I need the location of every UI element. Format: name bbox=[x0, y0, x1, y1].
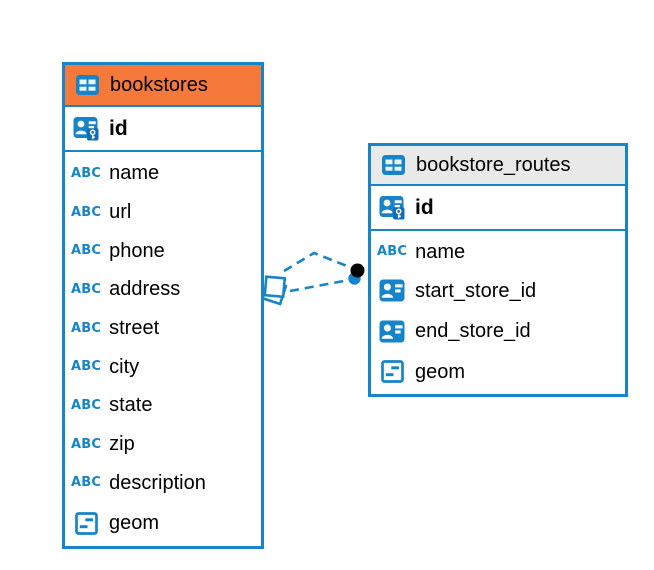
text-type-icon: ABC bbox=[71, 204, 102, 220]
column-row-id[interactable]: id bbox=[65, 107, 261, 152]
geometry-type-icon bbox=[377, 360, 407, 384]
table-title: bookstore_routes bbox=[416, 154, 571, 176]
text-type-icon: ABC bbox=[377, 244, 408, 260]
column-label: name bbox=[415, 240, 466, 263]
text-type-icon: ABC bbox=[71, 475, 102, 491]
column-row-end_store_id[interactable]: end_store_id bbox=[371, 320, 625, 343]
text-type-icon: ABC bbox=[71, 243, 102, 259]
column-row-url[interactable]: ABC url bbox=[65, 202, 261, 222]
columns-section: ABC name start_store_id end_store_id geom bbox=[371, 231, 625, 394]
column-row-phone[interactable]: ABC phone bbox=[65, 241, 261, 261]
table-header-bookstore_routes[interactable]: bookstore_routes bbox=[371, 146, 625, 186]
table-icon bbox=[72, 75, 102, 95]
column-label: name bbox=[109, 162, 160, 185]
column-row-name[interactable]: ABC name bbox=[371, 242, 625, 262]
column-label: description bbox=[109, 471, 206, 494]
column-row-id[interactable]: id bbox=[371, 186, 625, 231]
column-row-name[interactable]: ABC name bbox=[65, 163, 261, 183]
column-row-start_store_id[interactable]: start_store_id bbox=[371, 279, 625, 302]
column-label: geom bbox=[109, 512, 160, 535]
text-type-icon: ABC bbox=[71, 165, 102, 181]
column-label: start_store_id bbox=[415, 279, 537, 302]
text-type-icon: ABC bbox=[71, 397, 102, 413]
text-type-icon: ABC bbox=[71, 436, 102, 452]
column-row-geom[interactable]: geom bbox=[65, 511, 261, 535]
column-row-zip[interactable]: ABC zip bbox=[65, 434, 261, 454]
column-row-city[interactable]: ABC city bbox=[65, 357, 261, 377]
column-label: id bbox=[415, 196, 434, 219]
foreign-key-icon bbox=[377, 320, 407, 343]
column-row-geom[interactable]: geom bbox=[371, 360, 625, 384]
text-type-icon: ABC bbox=[71, 281, 102, 297]
table-icon bbox=[378, 155, 408, 175]
column-label: city bbox=[109, 355, 140, 378]
column-row-address[interactable]: ABC address bbox=[65, 279, 261, 299]
column-row-street[interactable]: ABC street bbox=[65, 318, 261, 338]
column-label: address bbox=[109, 278, 181, 301]
column-label: geom bbox=[415, 360, 466, 383]
column-label: url bbox=[109, 201, 132, 224]
primary-key-icon bbox=[377, 195, 407, 220]
table-title: bookstores bbox=[110, 74, 208, 96]
foreign-key-icon bbox=[377, 279, 407, 302]
relationship-endpoint-dot-black[interactable] bbox=[350, 263, 365, 278]
column-label: state bbox=[109, 394, 153, 417]
geometry-type-icon bbox=[71, 511, 101, 535]
column-label: zip bbox=[109, 433, 135, 456]
text-type-icon: ABC bbox=[71, 359, 102, 375]
table-header-bookstores[interactable]: bookstores bbox=[65, 65, 261, 107]
column-label: id bbox=[109, 117, 128, 140]
column-row-state[interactable]: ABC state bbox=[65, 395, 261, 415]
relationship-source-marker-squares[interactable] bbox=[260, 275, 288, 306]
relationship-line-upper[interactable] bbox=[283, 251, 353, 273]
text-type-icon: ABC bbox=[71, 320, 102, 336]
primary-key-icon bbox=[71, 116, 101, 141]
column-row-description[interactable]: ABC description bbox=[65, 473, 261, 493]
column-label: end_store_id bbox=[415, 320, 531, 343]
column-label: street bbox=[109, 317, 160, 340]
relationship-line-lower[interactable] bbox=[289, 278, 350, 293]
column-label: phone bbox=[109, 239, 165, 262]
